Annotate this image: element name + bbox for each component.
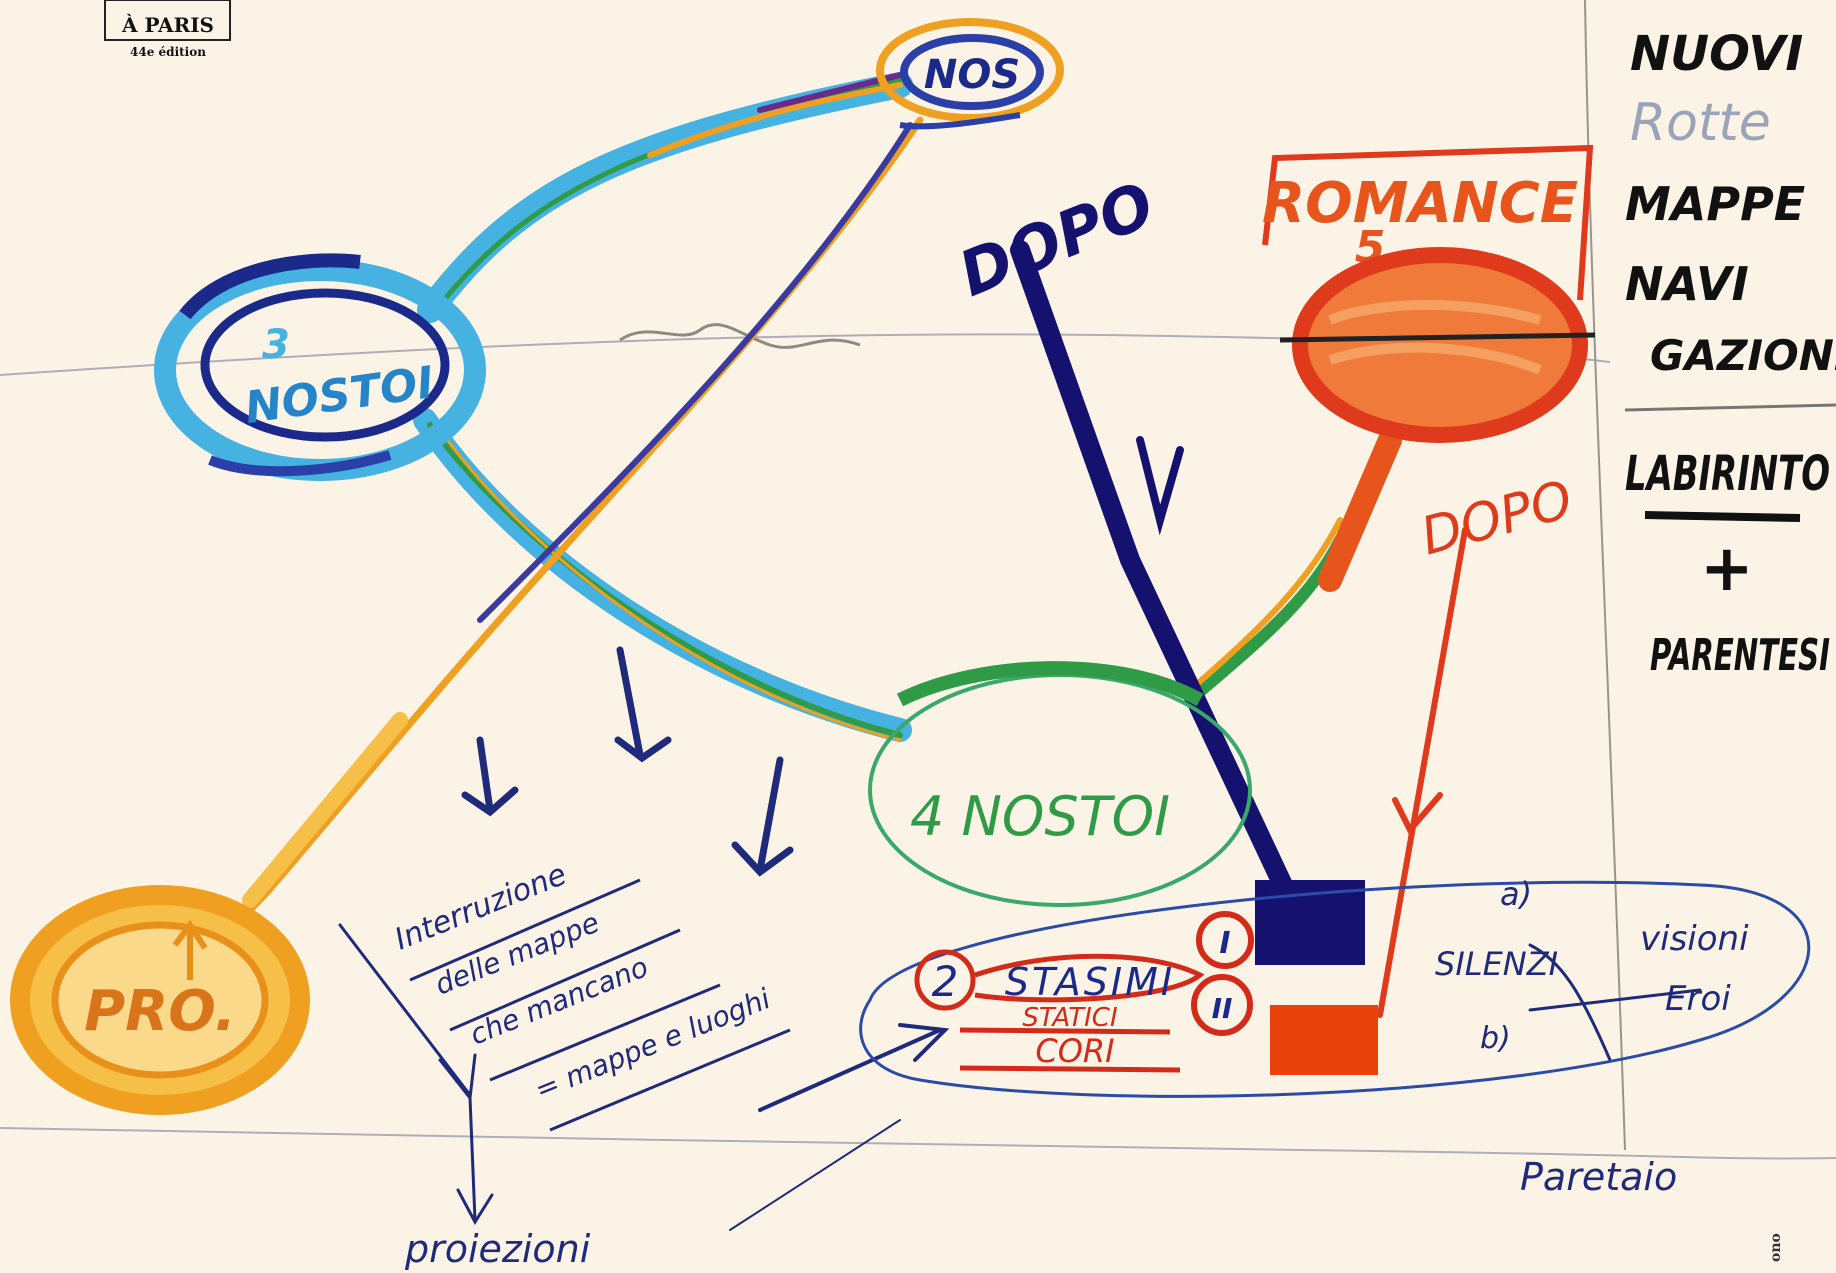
stamp-line1: À PARIS <box>121 13 214 37</box>
small-arrow-1 <box>461 736 519 817</box>
block-red <box>1270 1005 1378 1075</box>
wavy-line <box>619 323 861 349</box>
small-arrow-2 <box>614 646 672 763</box>
stasimi-container <box>859 880 1811 1098</box>
node-prologo: PRO. <box>10 885 310 1115</box>
small-arrow-3 <box>731 756 794 877</box>
edge-nostoi-top-cyan <box>417 72 913 323</box>
node-stasimi: 2 STASIMI STATICI CORI I II <box>859 880 1811 1098</box>
margin-labirinto-underline <box>1644 511 1801 522</box>
note-underline-4 <box>549 1028 791 1132</box>
note-underline-2 <box>449 928 681 1032</box>
arrowhead-dopo-red <box>1392 792 1443 836</box>
node-romance-box <box>1262 144 1594 301</box>
node-nostoi-bottom-arc <box>208 450 392 477</box>
visioni-label: visioni <box>1640 919 1749 959</box>
node-top-underline <box>899 112 1021 130</box>
edge-top-purple <box>757 72 903 113</box>
stamp-box <box>104 0 231 41</box>
notes-underlines <box>409 878 791 1132</box>
silenzi-label: SILENZI <box>1435 945 1558 983</box>
margin-mappe: MAPPE <box>1625 177 1805 231</box>
roman2-circle <box>1191 974 1253 1036</box>
edge-dopo-red <box>1377 527 1468 1018</box>
stasimi-label-ring <box>974 953 1205 1003</box>
node-romance: ROMANCE 5 <box>1262 144 1596 443</box>
node-nostoi-navy-ring <box>200 288 450 442</box>
proiezioni-label: proiezioni <box>404 1227 591 1271</box>
margin-gazioni: GAZIONI <box>1650 331 1836 380</box>
margin-divider-line <box>1584 0 1626 1151</box>
node-nostoi4-top-arc <box>896 661 1204 707</box>
bottom-guide-line <box>0 1127 1836 1160</box>
node-nostoi-label: NOSTOI <box>242 357 437 434</box>
dopo-label-right: DOPO <box>1415 470 1579 568</box>
edge-nostoi-top-green <box>437 77 903 308</box>
node-nostoi4-label: 4 NOSTOI <box>910 785 1170 848</box>
node-top: NOS <box>876 18 1064 130</box>
stasimi-label: STASIMI <box>1005 960 1175 1004</box>
node-top-outer <box>876 18 1064 122</box>
silenzi-split-line <box>1528 943 1612 1062</box>
margin-rotte: Rotte <box>1630 93 1771 153</box>
stasimi-roman2: II <box>1212 992 1233 1025</box>
node-nostoi4: 4 NOSTOI <box>868 661 1252 907</box>
publisher-stamp: À PARIS 44e édition <box>104 0 231 59</box>
stasimi-sub1: STATICI <box>1022 1003 1117 1033</box>
edge-dopo-navy <box>1010 240 1300 910</box>
proiezioni-arrow <box>456 1096 494 1225</box>
stasimi-arrow <box>758 1023 950 1112</box>
node-top-inner <box>900 34 1044 110</box>
stasimi-arrow-lines <box>729 1119 901 1231</box>
margin-rule <box>1624 403 1836 412</box>
node-prologo-arrow <box>172 919 208 980</box>
paretaio-label: Paretaio <box>1520 1155 1677 1199</box>
stasimi-num-circle <box>914 949 976 1011</box>
stamp-line2: 44e édition <box>130 45 206 59</box>
margin-navi: NAVI <box>1625 257 1749 311</box>
note-underline-3 <box>489 983 721 1082</box>
node-romance-strike <box>1279 332 1596 343</box>
roman1-circle <box>1196 911 1254 969</box>
edge-nostoi-nostoi4-green <box>427 422 903 738</box>
node-prologo-inner <box>51 921 269 1079</box>
margin-list: NUOVI Rotte MAPPE NAVI GAZIONI LABIRINTO… <box>1625 26 1836 681</box>
silenzi-a: a) <box>1500 875 1532 913</box>
node-nostoi-num: 3 <box>262 322 290 368</box>
edge-top-prologo-blue <box>477 122 913 623</box>
margin-labirinto: LABIRINTO <box>1625 446 1830 502</box>
edge-nostoi-nostoi4-cyan <box>413 408 912 742</box>
edge-text: ono <box>1768 1233 1784 1262</box>
margin-nuovi: NUOVI <box>1630 26 1803 82</box>
margin-plus: + <box>1700 532 1754 606</box>
silenzi-b: b) <box>1480 1021 1511 1056</box>
node-nostoi-top-arc <box>179 253 361 320</box>
edge-nostoi-top-orange <box>647 82 903 158</box>
node-nostoi: 3 NOSTOI <box>154 253 486 481</box>
stasimi-side-notes: a) SILENZI b) visioni Eroi proiezioni Pa… <box>404 875 1749 1271</box>
eroi-label: Eroi <box>1665 979 1731 1019</box>
node-romance-label: ROMANCE <box>1262 171 1578 236</box>
silenzi-divider <box>1528 988 1702 1012</box>
connection-lines <box>236 72 1702 1231</box>
node-top-label: NOS <box>924 52 1020 98</box>
arrowhead-dopo-navy <box>1136 436 1184 536</box>
edge-romance-down-red <box>1318 428 1402 592</box>
stasimi-underlines <box>959 1027 1181 1073</box>
edge-prologo-highlight <box>242 712 408 908</box>
node-romance-scribble <box>1328 300 1542 375</box>
margin-parentesi: PARENTESI <box>1650 630 1830 681</box>
node-prologo-label: PRO. <box>84 979 236 1044</box>
note-underline-1 <box>409 878 641 982</box>
stasimi-num: 2 <box>932 957 959 1006</box>
stasimi-sub2: CORI <box>1035 1032 1114 1070</box>
edge-nostoi4-romance-orange <box>1187 517 1343 693</box>
stasimi-roman1: I <box>1219 926 1230 961</box>
edge-nostoi-nostoi4-orange <box>438 428 902 742</box>
dopo-label-left: DOPO <box>949 167 1164 310</box>
